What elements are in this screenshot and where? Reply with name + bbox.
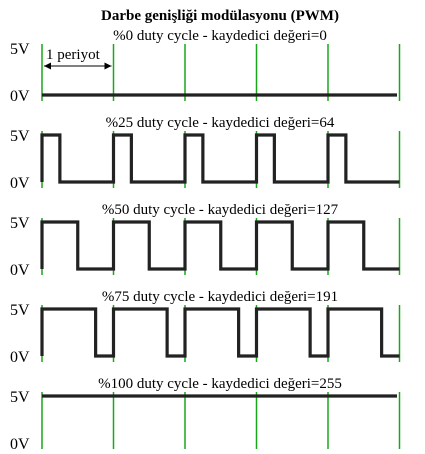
voltage-low-label: 0V: [10, 262, 30, 279]
pwm-panel-3: %75 duty cycle - kaydedici değeri=191 5V 0…: [10, 289, 401, 366]
voltage-high-label: 5V: [10, 302, 30, 319]
pwm-waveform: [40, 133, 400, 184]
period-label-bg: [45, 47, 107, 62]
panel-caption: %25 duty cycle - kaydedici değeri=64: [106, 115, 335, 131]
arrow-left-icon: [44, 62, 51, 70]
pwm-panel-2: %50 duty cycle - kaydedici değeri=127 5V 0…: [10, 202, 401, 279]
panel-caption: %50 duty cycle - kaydedici değeri=127: [102, 202, 339, 218]
voltage-high-label: 5V: [10, 128, 30, 145]
panel-caption: %100 duty cycle - kaydedici değeri=255: [98, 376, 342, 392]
voltage-low-label: 0V: [10, 349, 30, 366]
period-label: 1 periyot: [46, 47, 101, 63]
voltage-high-label: 5V: [10, 41, 30, 58]
voltage-high-label: 5V: [10, 215, 30, 232]
voltage-low-label: 0V: [10, 436, 30, 453]
panel-caption: %0 duty cycle - kaydedici değeri=0: [113, 28, 327, 44]
pwm-panel-4: %100 duty cycle - kaydedici değeri=255 5V…: [10, 376, 401, 453]
panel-caption: %75 duty cycle - kaydedici değeri=191: [102, 289, 338, 305]
pwm-panel-0: %0 duty cycle - kaydedici değeri=0 5V 0V 1 …: [10, 28, 401, 105]
arrow-right-icon: [104, 62, 112, 70]
voltage-low-label: 0V: [10, 88, 30, 105]
pwm-waveform: [40, 220, 400, 271]
pwm-waveform: [40, 307, 400, 358]
pwm-panel-1: %25 duty cycle - kaydedici değeri=64 5V 0V: [10, 115, 401, 192]
voltage-low-label: 0V: [10, 175, 30, 192]
voltage-high-label: 5V: [10, 389, 30, 406]
period-annotation: 1 periyot: [44, 47, 112, 70]
diagram-title: Darbe genişliği modülasyonu (PWM): [101, 8, 339, 24]
